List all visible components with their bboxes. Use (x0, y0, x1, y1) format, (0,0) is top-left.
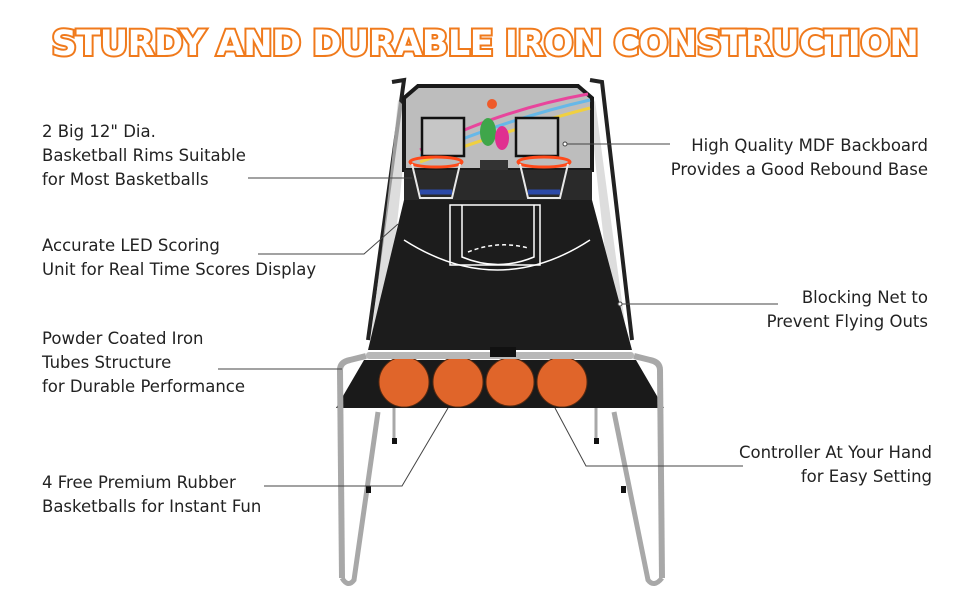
callout-line: Accurate LED Scoring (42, 236, 220, 255)
callout-line: High Quality MDF Backboard (691, 136, 928, 155)
callout-line: 4 Free Premium Rubber (42, 473, 236, 492)
callout-line: 2 Big 12" Dia. (42, 122, 156, 141)
callout-iron-tubes: Powder Coated Iron Tubes Structure for D… (42, 327, 245, 399)
callout-line: Tubes Structure (42, 353, 172, 372)
callout-basketballs: 4 Free Premium Rubber Basketballs for In… (42, 471, 261, 519)
callout-line: Basketballs for Instant Fun (42, 497, 262, 516)
callout-line: Basketball Rims Suitable (42, 146, 246, 165)
callout-line: for Most Basketballs (42, 170, 209, 189)
callout-led-scoring: Accurate LED Scoring Unit for Real Time … (42, 234, 316, 282)
callout-line: for Easy Setting (800, 467, 932, 486)
headline-title: STURDY AND DURABLE IRON CONSTRUCTION (50, 22, 921, 66)
callout-line: Blocking Net to (801, 288, 928, 307)
callout-mdf-backboard: High Quality MDF Backboard Provides a Go… (671, 134, 928, 182)
callout-blocking-net: Blocking Net to Prevent Flying Outs (767, 286, 928, 334)
callout-line: Controller At Your Hand (738, 443, 932, 462)
callout-line: Provides a Good Rebound Base (670, 160, 928, 179)
callout-rims: 2 Big 12" Dia. Basketball Rims Suitable … (42, 120, 246, 192)
callout-controller: Controller At Your Hand for Easy Setting (739, 441, 932, 489)
callout-line: Prevent Flying Outs (766, 312, 928, 331)
callout-line: for Durable Performance (42, 377, 246, 396)
callout-line: Unit for Real Time Scores Display (42, 260, 317, 279)
callout-line: Powder Coated Iron (42, 329, 204, 348)
